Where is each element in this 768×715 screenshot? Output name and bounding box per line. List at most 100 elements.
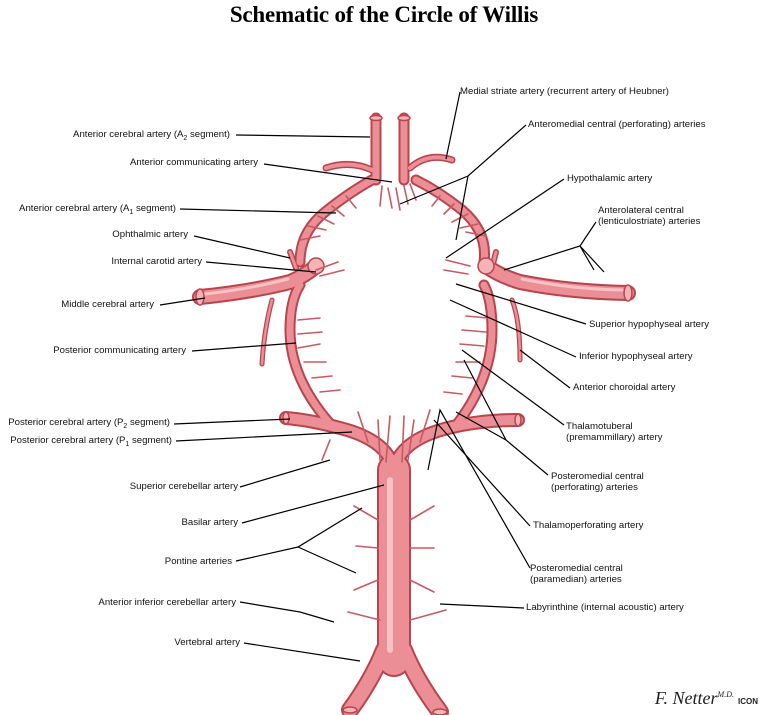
leader-ant-choroidal [519, 349, 571, 389]
label-text: Anterior cerebral artery (A [19, 203, 130, 214]
perforator-twig [347, 611, 381, 621]
label-labyrinthine: Labyrinthine (internal acoustic) artery [526, 602, 684, 613]
label-text: segment) [133, 203, 176, 214]
label-internal-carotid: Internal carotid artery [111, 256, 202, 267]
perforator-twig [443, 203, 455, 215]
label-middle-cerebral: Middle cerebral artery [61, 299, 154, 310]
leader-thalamoperforating [433, 419, 531, 527]
label-text: Posterior cerebral artery (P [8, 417, 124, 428]
leader-labyrinthine [439, 603, 525, 609]
leader-posteromedial-para [427, 408, 531, 569]
perforator-twig [357, 411, 369, 443]
leader-ophthalmic [193, 235, 291, 259]
perforator-twig [331, 205, 345, 217]
leader-sup-hypophyseal [455, 283, 587, 325]
perforator-twig [401, 415, 405, 463]
perforator-twig [297, 331, 323, 335]
label-superior-hypophyseal: Superior hypophyseal artery [589, 319, 709, 330]
label-text: segment) [187, 129, 230, 140]
label-ophthalmic: Ophthalmic artery [112, 229, 188, 240]
perforator-twig [443, 269, 469, 275]
label-posterior-communicating: Posterior communicating artery [53, 345, 186, 356]
label-subscript: 1 [125, 440, 130, 448]
label-line: Thalamotuberal [566, 421, 633, 432]
perforator-twig [395, 187, 401, 211]
perforator-twig [315, 261, 339, 271]
leader-posteromedial-perf [455, 359, 549, 476]
perforator-twig [451, 375, 473, 379]
label-anterior-choroidal: Anterior choroidal artery [573, 382, 676, 393]
label-subscript: 2 [183, 134, 188, 142]
perforator-twig [297, 317, 321, 321]
perforator-twig [385, 415, 391, 463]
leader-sca [239, 459, 331, 488]
perforator-twig [445, 259, 471, 267]
label-thalamotuberal: Thalamotuberal (premammillary) artery [566, 421, 662, 443]
leader-aca-a2 [235, 134, 371, 138]
leader-acomm [263, 163, 393, 183]
leader-inf-hypophyseal [449, 299, 577, 358]
perforator-twig [353, 579, 379, 591]
label-line: (paramedian) arteries [530, 574, 622, 585]
leader-thalamotuberal [461, 349, 565, 426]
label-anteromedial-central: Anteromedial central (perforating) arter… [528, 119, 706, 130]
leader-aica [239, 601, 335, 623]
perforator-twig [321, 439, 331, 461]
label-anterior-cerebral-a2: Anterior cerebral artery (A2 segment) [73, 129, 230, 144]
perforator-twig [379, 185, 383, 207]
perforator-twig [345, 195, 357, 209]
label-text: Posterior cerebral artery (P [10, 435, 126, 446]
perforator-twig [299, 235, 321, 241]
leader-aca-a1 [179, 208, 337, 214]
perforator-twig [297, 343, 321, 349]
label-subscript: 1 [129, 208, 134, 216]
publisher-mark: ICON [738, 697, 758, 706]
label-posterior-cerebral-p1: Posterior cerebral artery (P1 segment) [10, 435, 172, 450]
label-text: segment) [129, 435, 172, 446]
label-posteromedial-perforating: Posteromedial central (perforating) arte… [551, 471, 644, 493]
perforator-twig [465, 231, 487, 237]
label-line: (premammillary) artery [566, 432, 663, 443]
perforator-twig [377, 419, 381, 461]
vessel-highlight [203, 277, 624, 653]
perforator-twig [431, 195, 441, 207]
label-basilar: Basilar artery [181, 517, 238, 528]
leader-anterolateral [503, 221, 605, 273]
perforator-twig [459, 223, 479, 229]
label-line: (perforating) arteries [551, 482, 638, 493]
perforator-twig [319, 269, 345, 277]
label-superior-cerebellar: Superior cerebellar artery [129, 481, 238, 492]
perforator-twig [355, 545, 379, 549]
perforator-twig [419, 409, 431, 443]
perforator-twig [459, 343, 485, 347]
label-vertebral: Vertebral artery [174, 637, 240, 648]
label-posterior-cerebral-p2: Posterior cerebral artery (P2 segment) [8, 417, 170, 432]
perforator-twig [317, 215, 335, 225]
label-anterolateral-central: Anterolateral central (lenticulostriate)… [598, 205, 700, 227]
signature-suffix: M.D. [717, 690, 734, 699]
leader-mca [159, 297, 206, 306]
label-hypothalamic: Hypothalamic artery [567, 173, 653, 184]
perforator-twig [407, 419, 415, 461]
perforator-twig [443, 391, 463, 395]
leader-medial-striate [445, 91, 461, 160]
leader-pontine [235, 507, 363, 574]
label-anterior-communicating: Anterior communicating artery [130, 157, 258, 168]
perforator-twig [409, 609, 447, 621]
perforator-twig [311, 375, 333, 379]
leader-pcomm [191, 342, 297, 352]
signature-name: F. Netter [654, 688, 718, 708]
label-anterior-cerebral-a1: Anterior cerebral artery (A1 segment) [19, 203, 176, 218]
page-title: Schematic of the Circle of Willis [229, 2, 539, 27]
leader-anteromedial [399, 124, 527, 241]
leader-pca-p1 [175, 431, 353, 442]
perforator-twig [461, 329, 487, 333]
label-inferior-hypophyseal: Inferior hypophyseal artery [579, 351, 693, 362]
vessel-fill [194, 114, 634, 715]
label-line: (lenticulostriate) arteries [598, 216, 701, 227]
leader-hypothalamic [445, 178, 565, 259]
label-pontine: Pontine arteries [164, 556, 232, 567]
vessel-cut-ends [195, 114, 633, 715]
